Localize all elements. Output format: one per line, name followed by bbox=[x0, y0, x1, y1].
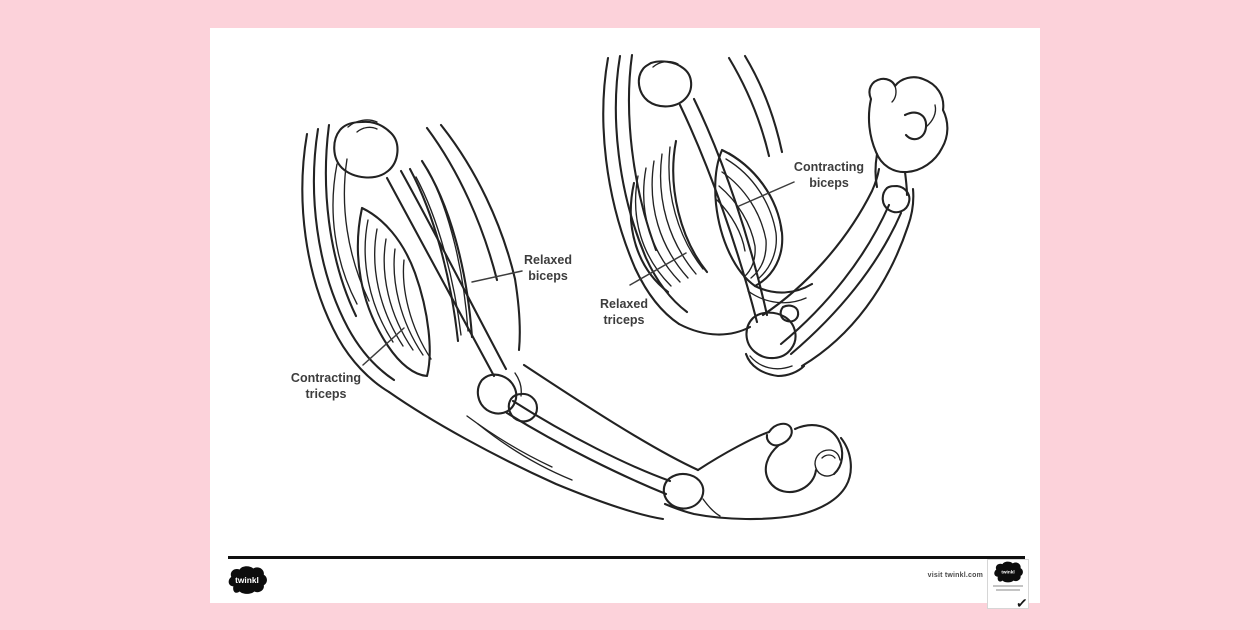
relaxed-triceps-label-line2: triceps bbox=[604, 313, 645, 327]
contracting-triceps-pointer-line bbox=[362, 327, 405, 366]
relaxed-biceps-label-line2: biceps bbox=[528, 269, 568, 283]
badge-twinkl-logo: twinkl bbox=[994, 561, 1023, 583]
relaxed-triceps-label-line1: Relaxed bbox=[600, 297, 648, 311]
visit-twinkl-url: visit twinkl.com bbox=[927, 572, 983, 579]
right-arm-illustration bbox=[602, 53, 949, 378]
right-forearm bbox=[761, 167, 915, 368]
checkmark-icon: ✓ bbox=[1015, 594, 1029, 612]
worksheet-page: Relaxed biceps Contracting triceps Contr… bbox=[210, 28, 1040, 612]
right-elbow-bone bbox=[744, 304, 806, 378]
quality-approved-badge: twinkl ✓ bbox=[987, 559, 1029, 612]
twinkl-logo: twinkl bbox=[228, 566, 267, 594]
contracting-triceps-muscle bbox=[356, 206, 432, 378]
contracting-triceps-label-line2: triceps bbox=[306, 387, 347, 401]
contracting-biceps-pointer-line bbox=[738, 181, 795, 207]
relaxed-triceps-muscle bbox=[629, 139, 709, 294]
right-fist-hand bbox=[867, 76, 949, 197]
contracting-triceps-label-line1: Contracting bbox=[291, 371, 361, 385]
badge-logo-text: twinkl bbox=[1001, 570, 1014, 575]
footer-divider bbox=[228, 556, 1025, 559]
right-upper-arm-contours bbox=[602, 53, 784, 336]
left-arm-illustration bbox=[301, 119, 852, 521]
left-forearm bbox=[387, 363, 705, 521]
twinkl-cloud-icon bbox=[228, 566, 267, 594]
contracting-biceps-label-line1: Contracting bbox=[794, 160, 864, 174]
badge-text-line bbox=[996, 589, 1020, 591]
contracting-biceps-muscle bbox=[714, 148, 814, 304]
relaxed-biceps-muscle bbox=[408, 159, 474, 343]
left-humerus-bone bbox=[385, 169, 508, 378]
left-upper-arm-contours bbox=[301, 123, 521, 394]
diagram-labels: Relaxed biceps Contracting triceps Contr… bbox=[291, 160, 864, 401]
badge-text-line bbox=[993, 585, 1023, 587]
arm-muscles-diagram: Relaxed biceps Contracting triceps Contr… bbox=[291, 53, 949, 521]
relaxed-biceps-label-line1: Relaxed bbox=[524, 253, 572, 267]
relaxed-triceps-pointer-line bbox=[629, 252, 687, 286]
relaxed-biceps-pointer-line bbox=[471, 270, 523, 283]
twinkl-logo-text: twinkl bbox=[235, 575, 259, 585]
right-humerus-bone bbox=[678, 97, 769, 324]
right-shoulder-bone bbox=[637, 60, 693, 108]
badge-cloud-icon bbox=[994, 561, 1023, 583]
contracting-biceps-label-line2: biceps bbox=[809, 176, 849, 190]
left-shoulder-bone bbox=[333, 119, 399, 179]
left-open-hand bbox=[663, 422, 852, 521]
